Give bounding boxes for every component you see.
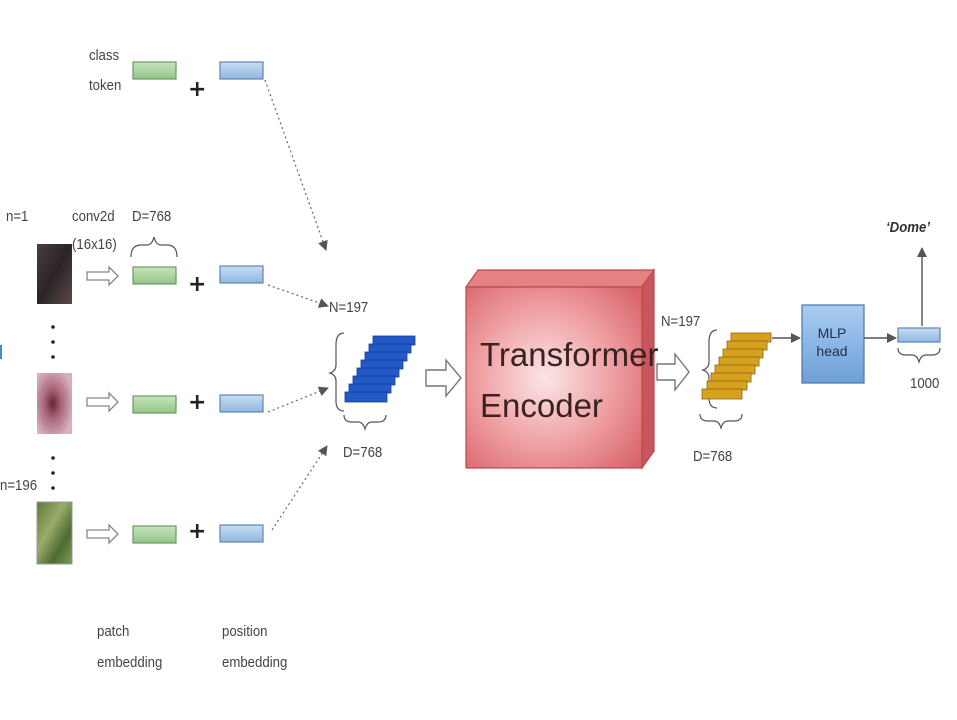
- plus-sign: +: [188, 77, 207, 102]
- ellipsis-dots: [51, 325, 55, 490]
- token-stack-output: [699, 329, 772, 431]
- position-embedding-196: [219, 524, 264, 543]
- position-embedding-caption-line2: embedding: [222, 654, 288, 671]
- conv2d-label-line1: conv2d: [72, 208, 115, 225]
- patch-embedding-caption-line2: embedding: [97, 654, 163, 671]
- position-embedding-middle: [219, 394, 264, 413]
- patch-embedding-caption-line1: patch: [97, 623, 130, 640]
- patch-embedding-196: [132, 525, 177, 544]
- class-token-label-line2: token: [89, 77, 122, 94]
- patch-index-first: n=1: [6, 208, 29, 225]
- brace: [130, 236, 178, 258]
- plus-sign: +: [188, 272, 207, 297]
- hollow-arrow: [656, 351, 690, 393]
- patch-index-last: n=196: [0, 477, 38, 494]
- patch-image-196: [36, 501, 73, 565]
- token-stack-input: [328, 332, 416, 432]
- prediction-label: ‘Dome’: [886, 219, 931, 236]
- mlp-head-label-line1: MLP: [817, 325, 847, 341]
- token-dim-output: D=768: [693, 448, 733, 465]
- position-embedding-1: [219, 265, 264, 284]
- encoder-label-line1: Transformer: [480, 336, 659, 373]
- encoder-label-line2: Encoder: [480, 387, 603, 424]
- token-dim-input: D=768: [343, 444, 383, 461]
- plus-sign: +: [188, 519, 207, 544]
- patch-image-1: [37, 244, 72, 304]
- dotted-arrow: [264, 79, 329, 531]
- hollow-arrow: [86, 265, 119, 545]
- token-count-input: N=197: [329, 299, 369, 316]
- patch-image-middle: [37, 373, 72, 434]
- transformer-encoder: [464, 268, 656, 470]
- patch-embedding-1: [132, 266, 177, 285]
- class-token-position-embedding: [219, 61, 264, 80]
- brace: [897, 347, 941, 365]
- output-vector: [897, 327, 941, 343]
- patch-dim-label: D=768: [132, 208, 172, 225]
- position-embedding-caption-line1: position: [222, 623, 268, 640]
- plus-sign: +: [188, 390, 207, 415]
- class-token-embedding: [132, 61, 177, 80]
- mlp-head: [801, 304, 865, 384]
- mlp-head-label-line2: head: [816, 343, 848, 359]
- patch-embedding-middle: [132, 395, 177, 414]
- class-token-label-line1: class: [89, 47, 120, 64]
- hollow-arrow: [425, 358, 462, 398]
- output-size-label: 1000: [910, 375, 940, 392]
- cropped-marker: [0, 345, 2, 359]
- token-count-output: N=197: [661, 313, 701, 330]
- conv2d-label-line2: (16x16): [72, 236, 117, 253]
